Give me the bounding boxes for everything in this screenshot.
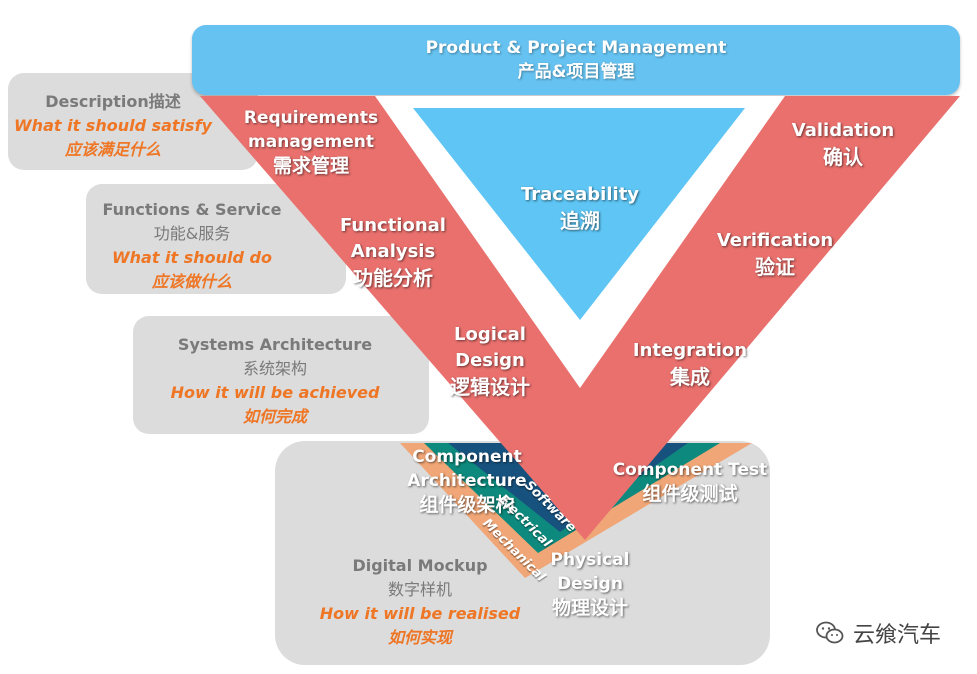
validation-en: Validation bbox=[791, 120, 895, 141]
validation-cn: 确认 bbox=[823, 145, 863, 169]
traceability-label: Traceability 追溯 bbox=[500, 182, 660, 234]
systems-architecture-desc-cn: 如何完成 bbox=[242, 407, 307, 426]
physical-design-label: Physical Design 物理设计 bbox=[525, 548, 655, 620]
functional-en2: Analysis bbox=[350, 241, 436, 262]
systems-architecture-title-en: Systems Architecture bbox=[177, 335, 373, 354]
functional-cn: 功能分析 bbox=[353, 266, 433, 290]
physical-en1: Physical bbox=[550, 550, 630, 570]
requirements-management-label: Requirements management 需求管理 bbox=[236, 106, 386, 178]
component-test-en: Component Test bbox=[612, 460, 768, 480]
functional-en1: Functional bbox=[340, 215, 446, 236]
logical-en1: Logical bbox=[454, 324, 526, 345]
requirements-cn: 需求管理 bbox=[272, 155, 349, 177]
digital-mockup-title-en: Digital Mockup bbox=[352, 556, 488, 575]
physical-en2: Design bbox=[557, 574, 623, 594]
functions-text: Functions & Service 功能&服务 What it should… bbox=[86, 198, 298, 294]
banner-text: Product & Project Management 产品&项目管理 bbox=[192, 36, 960, 84]
systems-architecture-title-cn: 系统架构 bbox=[242, 359, 307, 378]
verification-label: Verification 验证 bbox=[705, 228, 845, 280]
integration-label: Integration 集成 bbox=[620, 338, 760, 390]
validation-label: Validation 确认 bbox=[778, 118, 908, 170]
watermark: 云飨汽车 bbox=[815, 616, 941, 650]
functions-title-cn: 功能&服务 bbox=[153, 224, 231, 243]
functions-title-en: Functions & Service bbox=[102, 200, 282, 219]
product-project-management-banner bbox=[192, 25, 960, 95]
logical-cn: 逻辑设计 bbox=[450, 375, 530, 399]
component-arch-cn: 组件级架构 bbox=[419, 494, 515, 516]
description-text: Description描述 What it should satisfy 应该满… bbox=[8, 90, 218, 162]
digital-mockup-text: Digital Mockup 数字样机 How it will be reali… bbox=[300, 554, 540, 650]
traceability-cn: 追溯 bbox=[560, 209, 600, 233]
traceability-triangle bbox=[413, 108, 745, 320]
wechat-icon bbox=[816, 621, 844, 644]
traceability-en: Traceability bbox=[520, 184, 640, 205]
digital-mockup-desc-en: How it will be realised bbox=[319, 604, 521, 623]
watermark-text: 云飨汽车 bbox=[853, 623, 942, 648]
component-test-cn: 组件级测试 bbox=[642, 483, 738, 505]
systems-architecture-text: Systems Architecture 系统架构 How it will be… bbox=[155, 333, 395, 429]
functions-desc-cn: 应该做什么 bbox=[151, 272, 232, 291]
description-desc-cn: 应该满足什么 bbox=[64, 140, 161, 159]
component-architecture-label: Component Architecture 组件级架构 bbox=[392, 445, 542, 517]
digital-mockup-desc-cn: 如何实现 bbox=[387, 628, 452, 647]
digital-mockup-title-cn: 数字样机 bbox=[387, 580, 452, 599]
description-desc-en: What it should satisfy bbox=[14, 116, 212, 135]
verification-en: Verification bbox=[716, 230, 834, 251]
integration-cn: 集成 bbox=[670, 365, 710, 389]
verification-cn: 验证 bbox=[755, 255, 795, 279]
component-test-label: Component Test 组件级测试 bbox=[605, 458, 775, 506]
systems-architecture-desc-en: How it will be achieved bbox=[170, 383, 380, 402]
integration-en: Integration bbox=[632, 340, 748, 361]
banner-title-en: Product & Project Management bbox=[425, 38, 727, 58]
requirements-en1: Requirements bbox=[243, 108, 379, 128]
functional-analysis-label: Functional Analysis 功能分析 bbox=[323, 213, 463, 291]
physical-cn: 物理设计 bbox=[551, 597, 628, 619]
logical-en2: Design bbox=[455, 350, 525, 371]
requirements-en2: management bbox=[248, 132, 374, 152]
systems-architecture-box bbox=[133, 316, 429, 434]
component-arch-en2: Architecture bbox=[407, 471, 527, 491]
functions-desc-en: What it should do bbox=[111, 248, 272, 267]
banner-title-cn: 产品&项目管理 bbox=[517, 62, 635, 82]
description-title: Description描述 bbox=[45, 92, 181, 111]
logical-design-label: Logical Design 逻辑设计 bbox=[425, 322, 555, 400]
component-arch-en1: Component bbox=[412, 447, 522, 467]
